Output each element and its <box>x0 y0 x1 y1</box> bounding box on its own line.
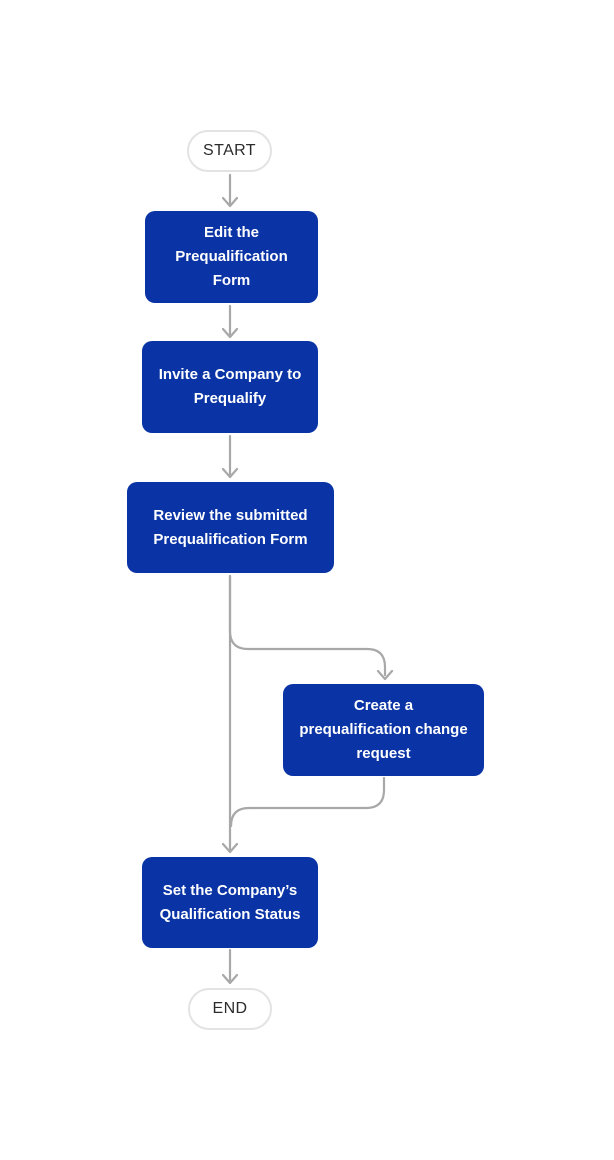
arrowhead-review-to-create-icon <box>376 669 394 681</box>
step-review-submitted-prequalification-form: Review the submitted Prequalification Fo… <box>127 482 334 573</box>
connector-create-to-set <box>229 776 386 828</box>
step-set-company-qualification-status: Set the Company’s Qualification Status <box>142 857 318 948</box>
step-label: Create a prequalification change request <box>299 697 468 762</box>
step-invite-company-to-prequalify: Invite a Company to Prequalify <box>142 341 318 433</box>
step-label: Invite a Company to Prequalify <box>158 366 302 407</box>
step-label: Review the submitted Prequalification Fo… <box>153 506 308 548</box>
arrowhead-invite-to-review-icon <box>221 467 239 479</box>
arrowhead-review-to-set-icon <box>221 842 239 854</box>
arrowhead-start-to-edit-icon <box>221 196 239 208</box>
end-terminal-label: END <box>212 1000 248 1017</box>
arrowhead-set-to-end-icon <box>221 973 239 985</box>
step-create-prequalification-change-request: Create a prequalification change request <box>283 684 484 776</box>
start-terminal-label: START <box>203 142 256 159</box>
end-terminal: END <box>188 988 272 1030</box>
step-label: Set the Company’s Qualification Status <box>159 881 301 923</box>
step-label: Edit the Prequalification Form <box>175 224 288 289</box>
step-edit-prequalification-form: Edit the Prequalification Form <box>145 211 318 303</box>
arrowhead-edit-to-invite-icon <box>221 327 239 339</box>
connector-review-to-create <box>228 574 387 677</box>
start-terminal: START <box>187 130 272 172</box>
